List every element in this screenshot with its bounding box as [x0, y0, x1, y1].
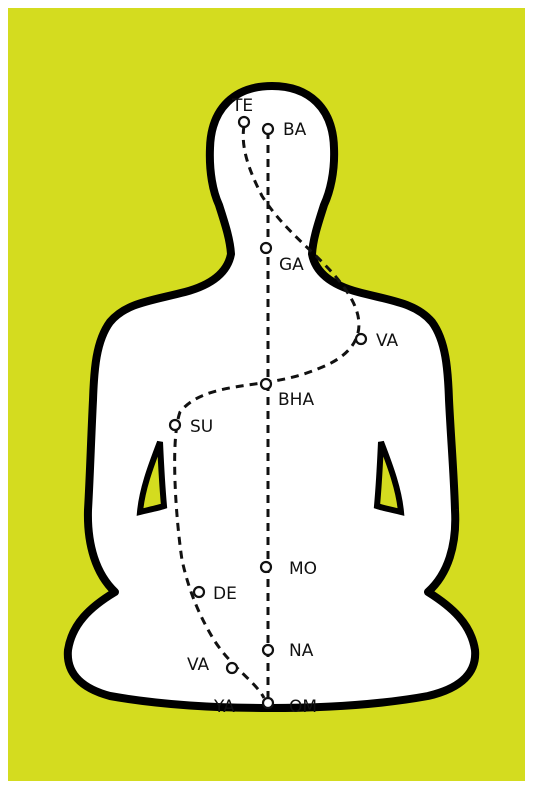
label-va2: VA: [187, 655, 210, 675]
label-bha: BHA: [278, 390, 314, 410]
label-ga: GA: [279, 255, 304, 275]
label-ya: YA: [213, 697, 235, 717]
point-mo: [261, 562, 271, 572]
label-ba: BA: [283, 120, 307, 140]
point-va1: [356, 334, 366, 344]
point-bha: [261, 379, 271, 389]
label-na: NA: [289, 641, 314, 661]
point-de: [194, 587, 204, 597]
label-va1: VA: [376, 331, 399, 351]
label-de: DE: [213, 584, 237, 604]
point-om: [263, 698, 273, 708]
label-te: TE: [231, 96, 253, 116]
point-su: [170, 420, 180, 430]
label-mo: MO: [289, 559, 317, 579]
label-su: SU: [190, 417, 213, 437]
point-na: [263, 645, 273, 655]
point-ga: [261, 243, 271, 253]
point-va2: [227, 663, 237, 673]
point-te: [239, 117, 249, 127]
point-ba: [263, 124, 273, 134]
label-om: OM: [289, 697, 317, 717]
